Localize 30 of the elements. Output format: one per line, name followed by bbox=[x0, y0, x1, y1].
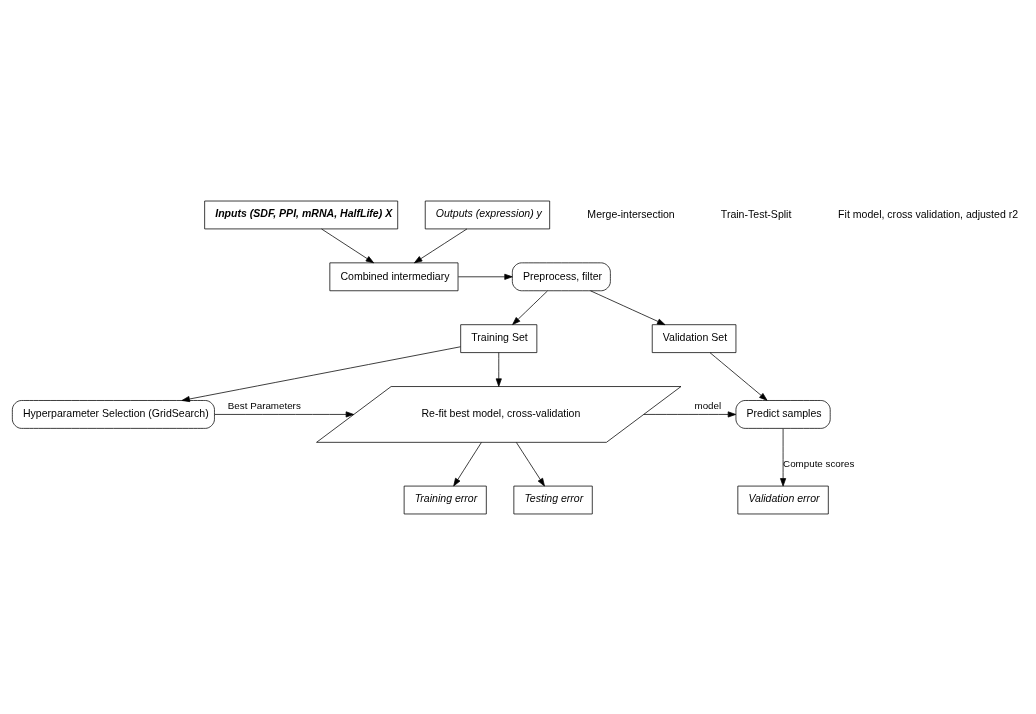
node-box: Training Set bbox=[460, 323, 538, 353]
edge-label: model bbox=[694, 399, 722, 411]
arrow bbox=[214, 410, 354, 417]
arrow bbox=[453, 441, 482, 486]
label: Fit model, cross validation, adjusted r2 bbox=[838, 207, 1019, 220]
arrow bbox=[643, 410, 737, 417]
label: Merge-intersection bbox=[587, 207, 675, 220]
edge-label: Best Parameters bbox=[227, 399, 301, 411]
edge-label: Compute scores bbox=[783, 457, 855, 469]
arrow bbox=[590, 289, 666, 325]
node-box: Validation error bbox=[737, 485, 829, 514]
node-box: Outputs (expression) y bbox=[424, 200, 551, 229]
arrow bbox=[512, 290, 548, 325]
arrow bbox=[321, 228, 374, 263]
node-box: Training error bbox=[403, 485, 487, 514]
node-box: Predict samples bbox=[735, 399, 831, 429]
arrow bbox=[458, 273, 513, 280]
arrow bbox=[780, 427, 787, 486]
node-box: Testing error bbox=[513, 485, 593, 514]
node-box: Inputs (SDF, PPI, mRNA, HalfLife) X bbox=[204, 200, 399, 229]
node-box: Validation Set bbox=[651, 323, 737, 353]
arrow bbox=[709, 351, 768, 401]
node-box: Combined intermediary bbox=[329, 262, 459, 291]
arrow bbox=[516, 441, 545, 486]
arrow bbox=[495, 351, 502, 387]
node-box: Preprocess, filter bbox=[511, 262, 611, 291]
arrow bbox=[181, 345, 461, 402]
arrow bbox=[414, 228, 468, 263]
node-box: Hyperparameter Selection (GridSearch) bbox=[11, 399, 215, 429]
label: Train-Test-Split bbox=[720, 207, 792, 220]
